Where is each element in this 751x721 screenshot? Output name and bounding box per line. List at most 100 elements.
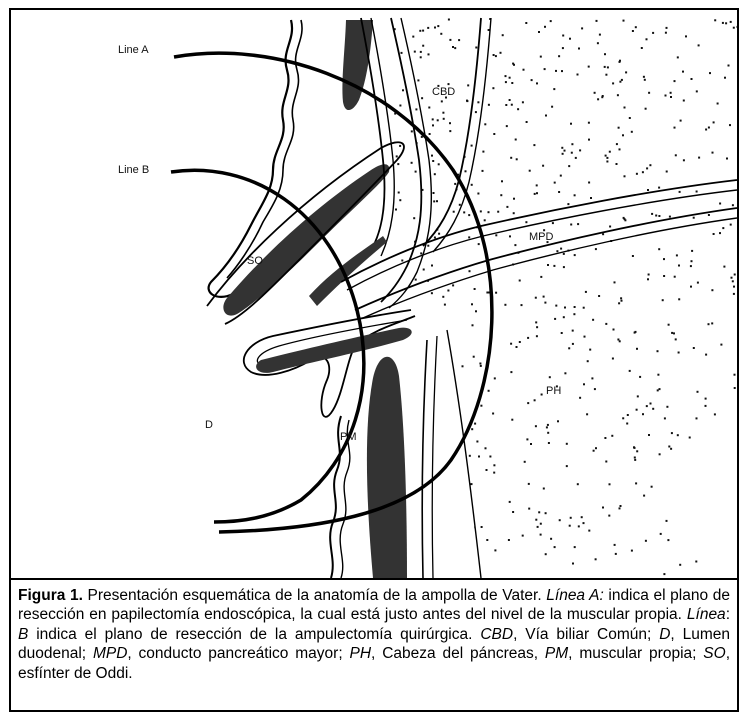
stipple-dot bbox=[449, 122, 451, 124]
stipple-dot bbox=[552, 222, 554, 224]
stipple-dot bbox=[453, 491, 455, 493]
stipple-dot bbox=[452, 284, 454, 286]
stipple-dot bbox=[536, 335, 538, 337]
stipple-dot bbox=[461, 543, 463, 545]
stipple-dot bbox=[538, 31, 540, 33]
stipple-dot bbox=[444, 304, 446, 306]
stipple-dot bbox=[437, 423, 439, 425]
stipple-dot bbox=[523, 69, 525, 71]
stipple-dot bbox=[544, 302, 546, 304]
stipple-dot bbox=[605, 461, 607, 463]
stipple-dot bbox=[475, 47, 477, 49]
stipple-dot bbox=[486, 292, 488, 294]
stipple-dot bbox=[709, 72, 711, 74]
stipple-dot bbox=[657, 350, 659, 352]
stipple-dot bbox=[594, 388, 596, 390]
stipple-dot bbox=[526, 121, 528, 123]
stipple-dot bbox=[572, 563, 574, 565]
stipple-dot bbox=[605, 155, 607, 157]
stipple-dot bbox=[418, 511, 420, 513]
stipple-dot bbox=[595, 447, 597, 449]
stipple-dot bbox=[658, 187, 660, 189]
stipple-dot bbox=[668, 324, 670, 326]
stipple-dot bbox=[415, 171, 417, 173]
stipple-dot bbox=[595, 558, 597, 560]
stipple-dot bbox=[566, 443, 568, 445]
stipple-dot bbox=[510, 343, 512, 345]
stipple-dot bbox=[448, 19, 450, 21]
figure-caption: Figura 1. Presentación esquemática de la… bbox=[11, 578, 737, 710]
stipple-dot bbox=[428, 107, 430, 109]
stipple-dot bbox=[605, 74, 607, 76]
stipple-dot bbox=[509, 99, 511, 101]
stipple-dot bbox=[595, 248, 597, 250]
stipple-dot bbox=[474, 288, 476, 290]
stipple-dot bbox=[712, 152, 714, 154]
stipple-dot bbox=[427, 27, 429, 29]
stipple-dot bbox=[572, 343, 574, 345]
stipple-dot bbox=[495, 55, 497, 57]
stipple-dot bbox=[579, 397, 581, 399]
label-line-a: Line A bbox=[118, 44, 149, 56]
stipple-dot bbox=[708, 127, 710, 129]
stipple-dot bbox=[480, 405, 482, 407]
stipple-dot bbox=[401, 52, 403, 54]
stipple-dot bbox=[733, 286, 735, 288]
label-cbd: CBD bbox=[432, 86, 455, 98]
stipple-dot bbox=[471, 428, 473, 430]
caption-line-b-sep: : bbox=[726, 606, 730, 623]
stipple-dot bbox=[536, 326, 538, 328]
stipple-dot bbox=[492, 87, 494, 89]
stipple-dot bbox=[540, 56, 542, 58]
stipple-dot bbox=[540, 534, 542, 536]
stipple-dot bbox=[493, 54, 495, 56]
stipple-dot bbox=[506, 125, 508, 127]
stipple-dot bbox=[489, 456, 491, 458]
stipple-dot bbox=[540, 523, 542, 525]
stipple-dot bbox=[646, 405, 648, 407]
stipple-dot bbox=[420, 252, 422, 254]
stipple-dot bbox=[422, 45, 424, 47]
stipple-dot bbox=[619, 340, 621, 342]
stipple-dot bbox=[471, 303, 473, 305]
stipple-dot bbox=[651, 486, 653, 488]
lower-wall-right bbox=[422, 340, 427, 578]
stipple-dot bbox=[643, 495, 645, 497]
stipple-dot bbox=[550, 20, 552, 22]
stipple-dot bbox=[449, 39, 451, 41]
stipple-dot bbox=[493, 464, 495, 466]
stipple-dot bbox=[486, 469, 488, 471]
stipple-dot bbox=[477, 101, 479, 103]
stipple-dot bbox=[438, 163, 440, 165]
stipple-dot bbox=[723, 266, 725, 268]
stipple-dot bbox=[663, 275, 665, 277]
stipple-dot bbox=[652, 32, 654, 34]
stipple-dot bbox=[675, 338, 677, 340]
stipple-dot bbox=[563, 316, 565, 318]
stipple-dot bbox=[462, 566, 464, 568]
stipple-dot bbox=[648, 434, 650, 436]
stipple-dot bbox=[515, 139, 517, 141]
stipple-dot bbox=[713, 233, 715, 235]
stipple-dot bbox=[663, 573, 665, 575]
stipple-dot bbox=[670, 96, 672, 98]
stipple-dot bbox=[605, 323, 607, 325]
stipple-dot bbox=[488, 390, 490, 392]
stipple-dot bbox=[494, 549, 496, 551]
stipple-dot bbox=[429, 409, 431, 411]
stipple-dot bbox=[708, 323, 710, 325]
stipple-dot bbox=[509, 77, 511, 79]
stipple-dot bbox=[479, 363, 481, 365]
stipple-dot bbox=[599, 34, 601, 36]
stipple-dot bbox=[636, 173, 638, 175]
stipple-dot bbox=[581, 516, 583, 518]
stipple-dot bbox=[592, 319, 594, 321]
stipple-dot bbox=[633, 446, 635, 448]
stipple-dot bbox=[562, 47, 564, 49]
stipple-dot bbox=[543, 296, 545, 298]
stipple-dot bbox=[437, 498, 439, 500]
stipple-dot bbox=[401, 260, 403, 262]
stipple-dot bbox=[651, 213, 653, 215]
caption-intro: Presentación esquemática de la anatomía … bbox=[83, 587, 546, 604]
stipple-dot bbox=[533, 144, 535, 146]
